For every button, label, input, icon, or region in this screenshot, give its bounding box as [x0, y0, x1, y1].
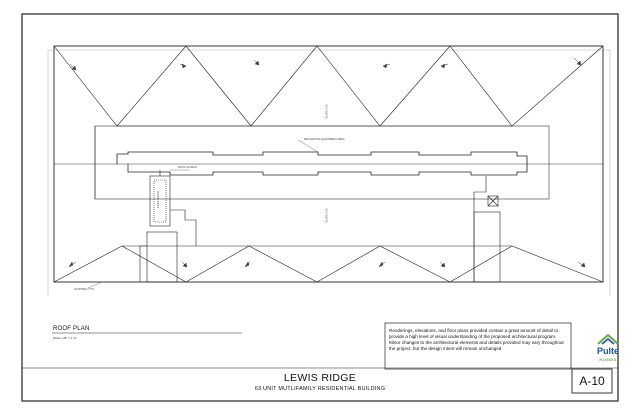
project-subtitle: 63 UNIT MUTLIFAMILY RESIDENTIAL BUILDING [254, 386, 386, 392]
house-roof-icon [597, 333, 619, 345]
sheet-border [21, 13, 619, 402]
project-title: LEWIS RIDGE [283, 372, 357, 384]
mechanical-callout: MECHANICAL EQUIPMENT AREA [304, 138, 345, 141]
sheet-number-box [571, 368, 613, 394]
pulte-logo: Pulte HOMES [588, 332, 628, 364]
logo-wordmark: Pulte [596, 346, 619, 356]
slope-arrows [68, 57, 586, 268]
slope-upper-callout: SLOPE 4:12 [325, 104, 329, 119]
logo-subtext: HOMES [599, 357, 617, 362]
sheet-number: A-10 [579, 374, 605, 388]
parapet-line [116, 151, 528, 176]
right-stair-block [473, 176, 501, 283]
callout-leaders [87, 139, 319, 289]
plan-scale: Scale: 1/8" = 1'-0" [53, 336, 77, 340]
lower-hip-lines [53, 245, 604, 283]
slope-lower-callout: SLOPE 4:12 [325, 208, 329, 223]
overflow-callout: SCUPPER (TYP.) [74, 288, 95, 291]
access-callout: ROOF ACCESS [178, 166, 197, 169]
hatch-callout: ROOF HATCH [156, 191, 160, 208]
left-stair-block [139, 170, 197, 283]
raised-roof-band [94, 125, 550, 200]
plan-title: ROOF PLAN [53, 326, 90, 332]
disclaimer-box [384, 322, 572, 370]
disclaimer-text: Renderings, elevations, and floor plans … [389, 328, 564, 351]
